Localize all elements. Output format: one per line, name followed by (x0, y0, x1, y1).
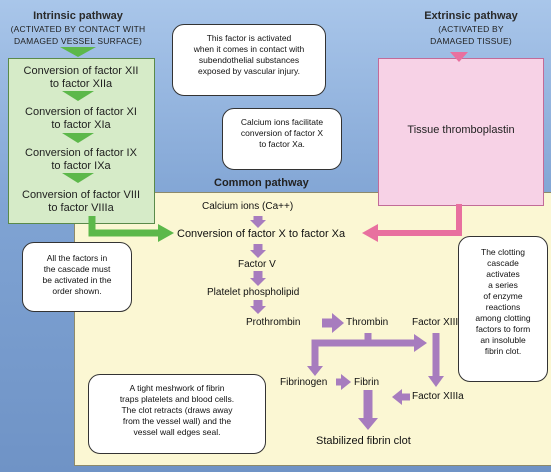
callout-activation-order: All the factors in the cascade must be a… (22, 242, 132, 312)
callout-line: A tight meshwork of fibrin (129, 383, 225, 393)
step-line: to factor XIIa (49, 78, 113, 90)
green-arrow-to-conversion (88, 216, 160, 237)
intrinsic-step-viii: Conversion of factor VIII to factor VIII… (8, 189, 154, 215)
green-arrow-xi-ix (62, 133, 94, 143)
callout-line: Calcium ions facilitate (240, 117, 324, 127)
callout-line: an insoluble (480, 335, 526, 345)
intrinsic-pathway-box (8, 58, 155, 224)
callout-calcium: Calcium ions facilitate conversion of fa… (222, 108, 342, 170)
pink-arrow-extrinsic-top (450, 52, 468, 62)
extrinsic-subtitle-2: DAMAGED TISSUE) (430, 36, 512, 46)
intrinsic-step-xii: Conversion of factor XII to factor XIIa (8, 65, 154, 91)
step-line: Conversion of factor VIII (22, 189, 140, 201)
conversion-x-label: Conversion of factor X to factor Xa (177, 228, 346, 240)
extrinsic-pathway-box (378, 58, 544, 206)
step-line: to factor VIIIa (48, 202, 114, 214)
callout-line: activates (486, 269, 520, 279)
callout-clotting-cascade: The clotting cascade activates a series … (458, 236, 548, 382)
fibrinogen-label: Fibrinogen (280, 377, 328, 388)
extrinsic-title: Extrinsic pathway (424, 10, 518, 22)
callout-line: order shown. (52, 286, 102, 296)
factor-xiii-label: Factor XIII (412, 317, 459, 328)
intrinsic-title: Intrinsic pathway (33, 10, 123, 22)
callout-line: be activated in the (42, 275, 112, 285)
callout-line: All the factors in (46, 253, 108, 263)
green-arrow-intrinsic-top (60, 47, 96, 57)
callout-line: a series (488, 280, 518, 290)
purple-arrow-thrombin-branch (311, 339, 416, 368)
step-line: to factor IXa (51, 160, 111, 172)
callout-line: fibrin clot. (484, 346, 522, 356)
intrinsic-subtitle-2: DAMAGED VESSEL SURFACE) (13, 36, 143, 46)
extrinsic-subtitle-1: (ACTIVATED BY (438, 24, 504, 34)
callout-line: The clotting (481, 247, 525, 257)
callout-line: the cascade must (43, 264, 111, 274)
callout-line: conversion of factor X (240, 128, 324, 138)
callout-line: The clot retracts (draws away (121, 405, 233, 415)
callout-line: of enzyme (483, 291, 523, 301)
tissue-thromboplastin: Tissue thromboplastin (407, 124, 515, 136)
step-line: Conversion of factor XII (23, 65, 139, 77)
platelet-phospholipid-label: Platelet phospholipid (207, 287, 300, 298)
callout-fibrin-meshwork: A tight meshwork of fibrin traps platele… (88, 374, 266, 454)
step-line: Conversion of factor IX (25, 147, 137, 159)
common-pathway-title: Common pathway (214, 177, 309, 189)
factor-xiiia-label: Factor XIIIa (412, 391, 464, 402)
intrinsic-subtitle-1: (ACTIVATED BY CONTACT WITH (10, 24, 146, 34)
prothrombin-label: Prothrombin (246, 317, 301, 328)
callout-line: This factor is activated (206, 33, 292, 43)
callout-line: reactions (485, 302, 521, 312)
calcium-ions-label: Calcium ions (Ca++) (202, 201, 294, 212)
callout-contact-activation: This factor is activated when it comes i… (172, 24, 326, 96)
callout-line: factors to form (475, 324, 531, 334)
step-line: Conversion of factor XI (25, 106, 137, 118)
pink-arrow-to-conversion (376, 204, 462, 236)
stabilized-clot-label: Stabilized fibrin clot (316, 435, 411, 447)
callout-line: to factor Xa. (259, 139, 305, 149)
callout-line: from the vessel wall) and the (122, 416, 232, 426)
intrinsic-step-xi: Conversion of factor XI to factor XIa (8, 106, 154, 132)
thrombin-label: Thrombin (346, 317, 389, 328)
fibrin-label: Fibrin (354, 377, 380, 388)
green-arrow-xii-xi (62, 91, 94, 101)
callout-line: traps platelets and blood cells. (119, 394, 235, 404)
callout-line: when it comes in contact with (193, 44, 305, 54)
callout-line: subendothelial substances (198, 55, 300, 65)
step-line: to factor XIa (51, 119, 111, 131)
callout-line: vessel wall edges seal. (133, 427, 221, 437)
callout-line: among clotting (475, 313, 531, 323)
callout-line: exposed by vascular injury. (198, 66, 300, 76)
factor-v-label: Factor V (238, 259, 276, 270)
green-arrow-ix-viii (62, 173, 94, 183)
intrinsic-step-ix: Conversion of factor IX to factor IXa (8, 147, 154, 173)
callout-line: cascade (487, 258, 519, 268)
